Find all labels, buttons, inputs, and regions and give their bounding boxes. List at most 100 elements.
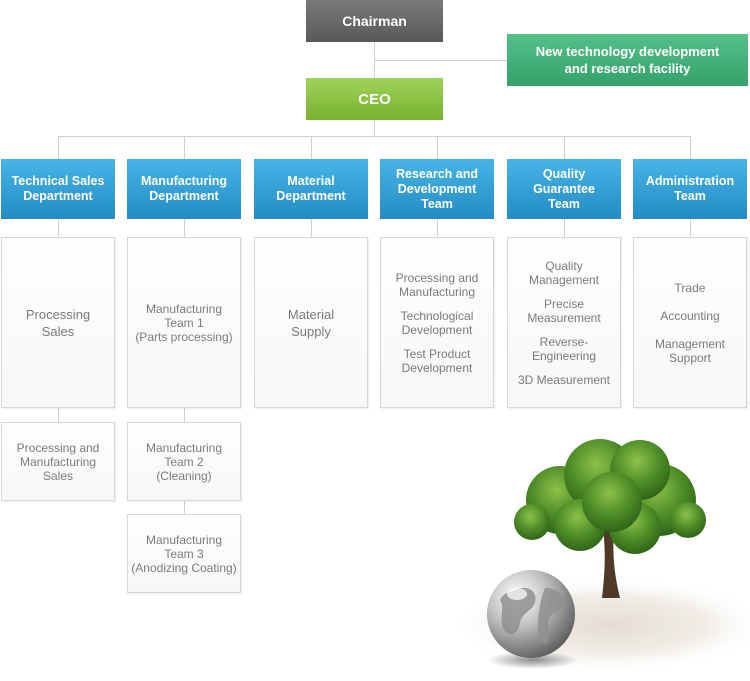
department-label-line: Team xyxy=(548,196,580,211)
card-text-line: Support xyxy=(668,350,711,365)
card-text-line: Management xyxy=(528,272,600,287)
card-item: Precise Measurement xyxy=(527,297,600,325)
tree-foliage xyxy=(514,504,550,540)
globe-sphere xyxy=(487,570,575,658)
department-label-line: Department xyxy=(276,189,346,203)
tree-foliage xyxy=(670,502,706,538)
card-administration: Trade Accounting Management Support xyxy=(633,237,747,408)
new-technology-label-line: New technology development xyxy=(535,44,720,59)
card-text-line: Processing and xyxy=(16,440,100,455)
card-item: Management Support xyxy=(655,337,725,365)
connector-drop xyxy=(437,136,438,159)
connector-drop xyxy=(690,136,691,159)
department-label-line: Department xyxy=(23,189,93,203)
department-label-line: Department xyxy=(149,189,219,203)
department-label-line: Development xyxy=(397,181,477,196)
connector-card-card xyxy=(184,501,185,514)
card-manufacturing-team-2: Manufacturing Team 2 (Cleaning) xyxy=(127,422,241,501)
new-technology-box: New technology development and research … xyxy=(507,34,748,86)
chairman-label: Chairman xyxy=(342,13,407,29)
connector-drop xyxy=(311,136,312,159)
connector-dept-card xyxy=(184,219,185,237)
card-text-line: Processing xyxy=(25,306,91,322)
card-processing-sales: Processing Sales xyxy=(1,237,115,408)
card-text-line: Test Product xyxy=(403,346,471,361)
card-text-line: Team 3 xyxy=(164,546,204,561)
tree-trunk xyxy=(600,512,620,598)
card-text-line: Engineering xyxy=(531,348,597,363)
card-text-line: Management xyxy=(654,336,726,351)
department-label-line: Manufacturing xyxy=(140,174,228,188)
department-label-line: Research and xyxy=(396,166,478,181)
connector-card-card xyxy=(184,408,185,422)
card-item: Reverse- Engineering xyxy=(532,335,596,363)
card-text-line: Manufacturing xyxy=(398,284,476,299)
card-item: 3D Measurement xyxy=(518,373,610,387)
card-text-line: (Anodizing Coating) xyxy=(131,560,237,575)
card-quality-guarantee: Quality Management Precise Measurement R… xyxy=(507,237,621,408)
globe-highlight xyxy=(507,588,527,600)
card-text-line: Sales xyxy=(41,323,75,339)
card-text-line: Processing and xyxy=(395,270,479,285)
ceo-label: CEO xyxy=(358,90,391,108)
card-text-line: (Cleaning) xyxy=(156,468,212,483)
connector-dept-card xyxy=(564,219,565,237)
department-label-line: Guarantee xyxy=(533,181,595,196)
card-text-line: Reverse- xyxy=(539,334,589,349)
card-text-line: (Parts processing) xyxy=(135,329,233,344)
department-label-line: Quality xyxy=(542,166,586,181)
card-text-line: Manufacturing xyxy=(145,532,223,547)
department-label-line: Technical Sales xyxy=(11,174,105,188)
card-text-line: Development xyxy=(401,360,473,375)
card-item: Technological Development xyxy=(401,309,474,337)
connector-drop xyxy=(564,136,565,159)
card-item: Quality Management xyxy=(529,259,599,287)
connector-drop xyxy=(184,136,185,159)
globe-icon xyxy=(487,570,579,669)
connector-ceo-down xyxy=(374,120,375,136)
card-item: Test Product Development xyxy=(402,347,473,375)
chairman-box: Chairman xyxy=(306,0,443,42)
card-text-line: Team 2 xyxy=(164,454,204,469)
card-text-line: Development xyxy=(401,322,473,337)
globe-continent xyxy=(537,587,564,645)
connector-horizontal-bus xyxy=(58,136,691,137)
card-item: Processing and Manufacturing xyxy=(396,271,479,299)
card-item: Accounting xyxy=(660,309,719,323)
card-text-line: Technological xyxy=(400,308,474,323)
card-text-line: Manufacturing xyxy=(145,301,223,316)
department-label-line: Team xyxy=(674,189,706,203)
globe-continent xyxy=(500,587,536,635)
connector-dept-card xyxy=(437,219,438,237)
card-text-line: Team 1 xyxy=(164,315,204,330)
card-research-development: Processing and Manufacturing Technologic… xyxy=(380,237,494,408)
ceo-box: CEO xyxy=(306,78,443,120)
card-text-line: Accounting xyxy=(660,308,720,323)
card-text-line: Sales xyxy=(42,468,74,483)
card-text-line: Quality xyxy=(545,258,583,273)
new-technology-label-line: and research facility xyxy=(564,61,691,76)
card-manufacturing-team-1: Manufacturing Team 1 (Parts processing) xyxy=(127,237,241,408)
connector-card-card xyxy=(58,408,59,422)
card-text-line: Trade xyxy=(674,280,706,295)
card-item: Trade xyxy=(675,281,706,295)
card-text-line: Measurement xyxy=(527,310,601,325)
connector-dept-card xyxy=(58,219,59,237)
card-manufacturing-team-3: Manufacturing Team 3 (Anodizing Coating) xyxy=(127,514,241,593)
card-text-line: Precise xyxy=(543,296,584,311)
connector-dept-card xyxy=(690,219,691,237)
globe-shadow xyxy=(487,651,579,669)
card-text-line: Manufacturing xyxy=(19,454,97,469)
connector-drop xyxy=(58,136,59,159)
card-text-line: 3D Measurement xyxy=(517,372,611,387)
connector-new-tech xyxy=(374,60,507,61)
card-text-line: Material xyxy=(287,306,335,322)
connector-dept-card xyxy=(311,219,312,237)
